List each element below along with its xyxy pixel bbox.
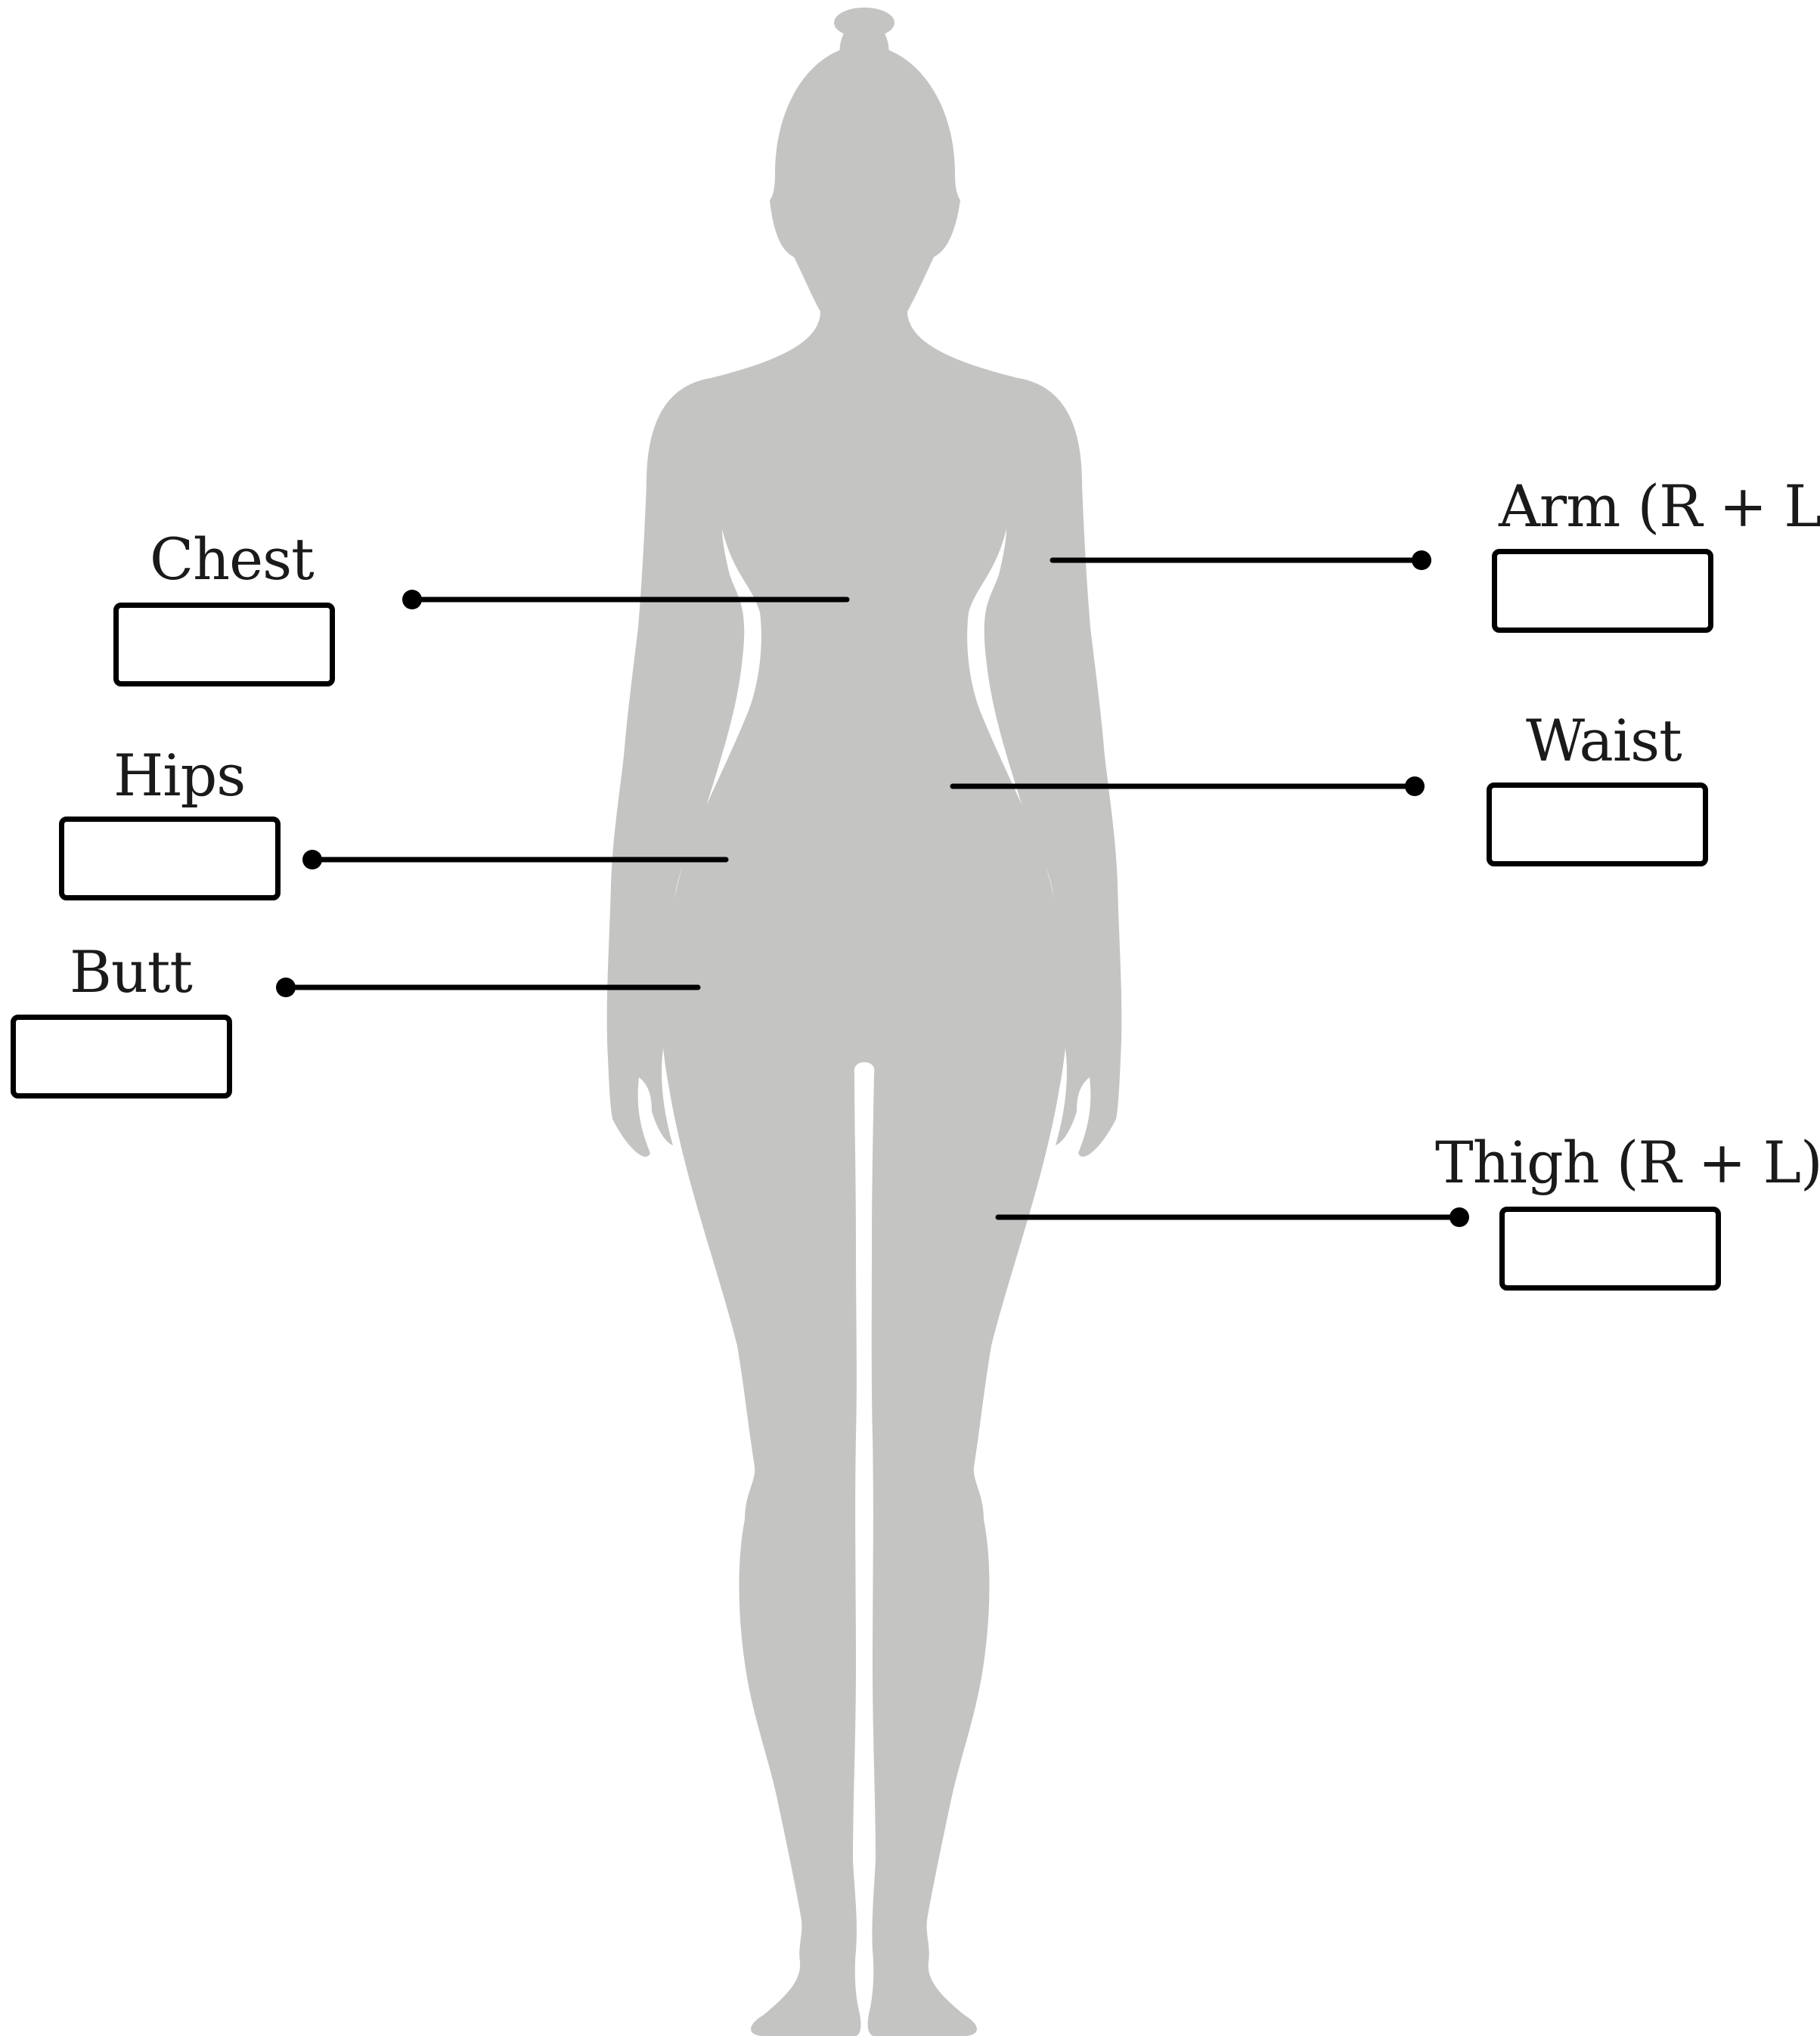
- thigh-input-box[interactable]: [1499, 1207, 1721, 1291]
- chest-label: Chest: [150, 531, 314, 588]
- waist-input-box[interactable]: [1487, 782, 1708, 866]
- chest-input-box[interactable]: [113, 603, 335, 686]
- hips-input-box[interactable]: [59, 817, 281, 900]
- butt-label: Butt: [70, 944, 192, 1001]
- waist-leader-dot: [1405, 776, 1425, 796]
- thigh-label: Thigh (R + L): [1435, 1134, 1820, 1192]
- thigh-leader-dot: [1449, 1207, 1469, 1227]
- waist-label: Waist: [1526, 712, 1682, 770]
- butt-leader-dot: [276, 978, 296, 997]
- chest-leader-dot: [402, 590, 422, 609]
- arm-leader-dot: [1412, 550, 1431, 570]
- butt-input-box[interactable]: [11, 1015, 232, 1099]
- hips-label: Hips: [113, 747, 245, 804]
- arm-input-box[interactable]: [1492, 549, 1713, 633]
- hips-leader-dot: [302, 850, 322, 869]
- body-silhouette: [607, 8, 1122, 2036]
- arm-label: Arm (R + L): [1499, 478, 1820, 535]
